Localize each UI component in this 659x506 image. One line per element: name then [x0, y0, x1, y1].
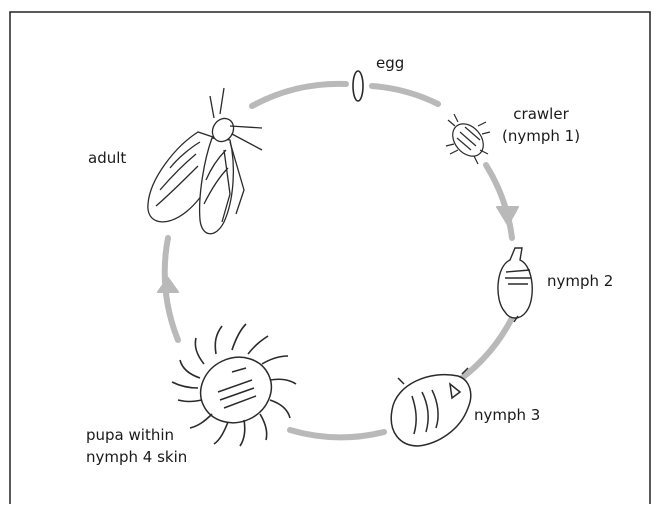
stage-label-nymph2: nymph 2 — [547, 270, 613, 292]
ring-segment-egg-crawler — [372, 86, 438, 104]
arrowhead-to-adult — [158, 278, 178, 292]
stage-label-pupa: pupa within nymph 4 skin — [86, 424, 187, 468]
crawler-label-line2: (nymph 1) — [502, 125, 580, 147]
stage-label-egg: egg — [376, 52, 404, 74]
stage-label-nymph3: nymph 3 — [474, 404, 540, 426]
adult-icon — [148, 88, 262, 234]
ring-segment-crawler-nymph2 — [486, 165, 512, 238]
adult-label-text: adult — [88, 149, 126, 167]
nymph3-icon — [391, 368, 471, 446]
ring-segment-adult-egg — [252, 84, 346, 106]
egg-icon — [353, 71, 363, 101]
stage-label-crawler: crawler (nymph 1) — [502, 103, 580, 147]
pupa-label-line1: pupa within — [86, 424, 187, 446]
nymph3-label-text: nymph 3 — [474, 406, 540, 424]
ring-segment-nymph3-pupa — [290, 430, 384, 437]
crawler-icon — [446, 114, 490, 164]
pupa-label-line2: nymph 4 skin — [86, 446, 187, 468]
pupa-icon — [172, 324, 296, 446]
arrowhead-to-nymph2 — [497, 207, 518, 225]
egg-label-text: egg — [376, 54, 404, 72]
crawler-label-line1: crawler — [502, 103, 580, 125]
nymph2-icon — [498, 248, 532, 322]
ring-segment-nymph2-nymph3 — [462, 318, 512, 378]
nymph2-label-text: nymph 2 — [547, 272, 613, 290]
stage-label-adult: adult — [88, 147, 126, 169]
